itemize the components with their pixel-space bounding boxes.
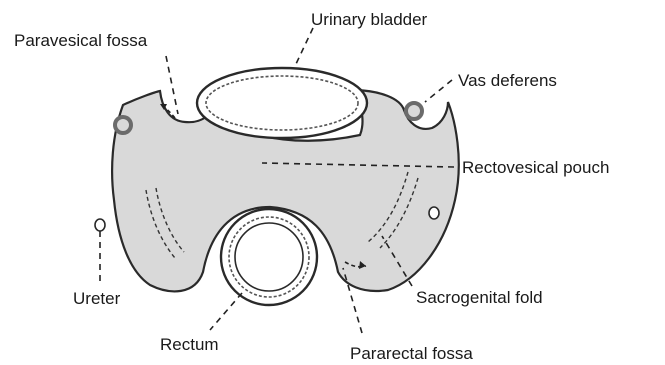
label-rectum: Rectum — [160, 335, 219, 354]
ureter-left — [95, 219, 105, 231]
vas-deferens-right — [406, 103, 422, 119]
label-rectovesical-pouch: Rectovesical pouch — [462, 158, 609, 177]
label-paravesical-fossa: Paravesical fossa — [14, 31, 148, 50]
label-sacrogenital-fold: Sacrogenital fold — [416, 288, 543, 307]
leader-urinary-bladder — [296, 28, 313, 64]
label-ureter: Ureter — [73, 289, 121, 308]
leader-paravesical-fossa — [166, 56, 178, 114]
ureter-right — [429, 207, 439, 219]
leader-vas-deferens — [425, 80, 452, 102]
vas-deferens-left — [115, 117, 131, 133]
label-urinary-bladder: Urinary bladder — [311, 10, 428, 29]
leader-rectum — [210, 293, 242, 330]
urinary-bladder — [197, 68, 367, 138]
label-pararectal-fossa: Pararectal fossa — [350, 344, 473, 363]
label-vas-deferens: Vas deferens — [458, 71, 557, 90]
